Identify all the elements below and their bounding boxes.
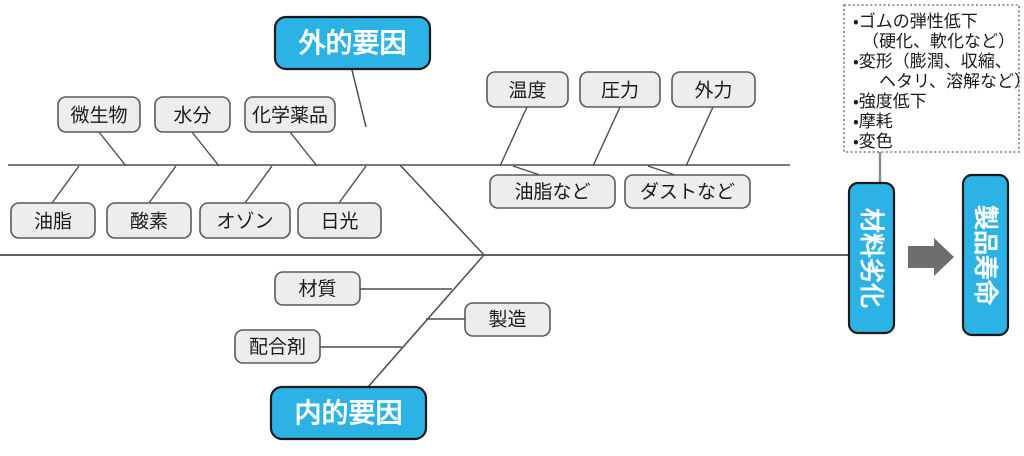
twig-dust-etc [647,165,676,176]
callout-line: （硬化、軟化など） [862,32,1015,52]
right-arrow-icon [908,238,954,276]
factor-label: 微生物 [70,105,127,127]
callout-line: ・変形（膨潤、収縮、 [853,52,1012,72]
callout-line: ・ゴムの弾性低下 [853,11,978,32]
callout-box: ・ゴムの弾性低下 （硬化、軟化など） ・変形（膨潤、収縮、 ヘタリ、溶解など） … [843,4,1024,153]
factor-label: 外力 [694,80,732,102]
twig-moisture [191,131,220,167]
factor-node-group-upper-right: 温度 圧力 外力 [486,71,756,167]
category-label: 外的要因 [298,28,407,60]
twig-microbe [98,131,127,167]
factor-label: 油脂 [34,211,72,233]
factor-node-group-internal-right: 製造 [426,302,551,337]
twig-oxygen [148,165,177,204]
internal-branch-diagonal [367,255,484,388]
factor-label: 酸素 [130,211,168,233]
callout-line: ・変色 [853,132,893,152]
factor-node-dust-etc[interactable]: ダストなど [624,174,751,209]
factor-label: 日光 [320,211,358,233]
factor-node-group-internal-left: 材質 配合剤 [234,271,452,364]
result-label: 材料劣化 [857,208,886,308]
factor-node-ozone[interactable]: オゾン [199,202,291,239]
factor-node-temperature[interactable]: 温度 [486,71,569,108]
result-label: 製品寿命 [971,204,1000,306]
twig-pressure [592,106,621,167]
external-branch-diagonal [399,164,486,257]
factor-node-group-lower-right: 油脂など ダストなど [489,165,751,209]
twig-chemicals [289,131,318,167]
factor-node-microbe[interactable]: 微生物 [57,96,141,133]
factor-node-sunlight[interactable]: 日光 [297,202,382,239]
external-category-stem [351,69,367,128]
factor-label: 材質 [298,278,336,300]
factor-label: ダストなど [640,181,735,203]
factor-label: オゾン [216,211,273,233]
factor-label: 圧力 [601,80,639,102]
factor-label: 水分 [173,105,211,127]
callout-line: ・摩耗 [853,112,893,132]
result-node-product-life[interactable]: 製品寿命 [961,173,1010,337]
factor-node-material-quality[interactable]: 材質 [274,271,361,306]
twig-ozone [244,165,273,204]
category-node-external[interactable]: 外的要因 [273,15,432,71]
factor-label: 製造 [488,309,526,331]
factor-node-chemicals[interactable]: 化学薬品 [244,96,336,133]
factor-label: 化学薬品 [252,105,328,127]
callout-line: ヘタリ、溶解など） [862,72,1024,92]
callout-line: ・強度低下 [853,92,927,112]
factor-node-group-upper-left: 微生物 水分 化学薬品 [57,96,336,167]
factor-node-moisture[interactable]: 水分 [154,96,231,133]
factor-node-compounding-agent[interactable]: 配合剤 [234,329,321,364]
factor-label: 配合剤 [249,336,306,358]
factor-node-manufacturing[interactable]: 製造 [464,302,551,337]
result-node-material-degradation[interactable]: 材料劣化 [847,181,896,335]
factor-node-pressure[interactable]: 圧力 [579,71,661,108]
factor-label: 温度 [508,80,546,102]
twig-temperature [499,106,528,167]
category-node-internal[interactable]: 内的要因 [269,385,428,441]
factor-node-group-lower-left: 油脂 酸素 オゾン 日光 [10,165,382,239]
factor-node-oil[interactable]: 油脂 [10,202,96,239]
category-label: 内的要因 [295,398,403,430]
twig-oil [51,165,80,204]
factor-node-external-force[interactable]: 外力 [671,71,756,108]
factor-label: 油脂など [514,181,590,203]
factor-node-oxygen[interactable]: 酸素 [106,202,192,239]
twig-external-force [685,106,714,167]
twig-oil-etc [512,165,541,176]
factor-node-oil-etc[interactable]: 油脂など [489,174,616,209]
twig-sunlight [338,165,367,204]
